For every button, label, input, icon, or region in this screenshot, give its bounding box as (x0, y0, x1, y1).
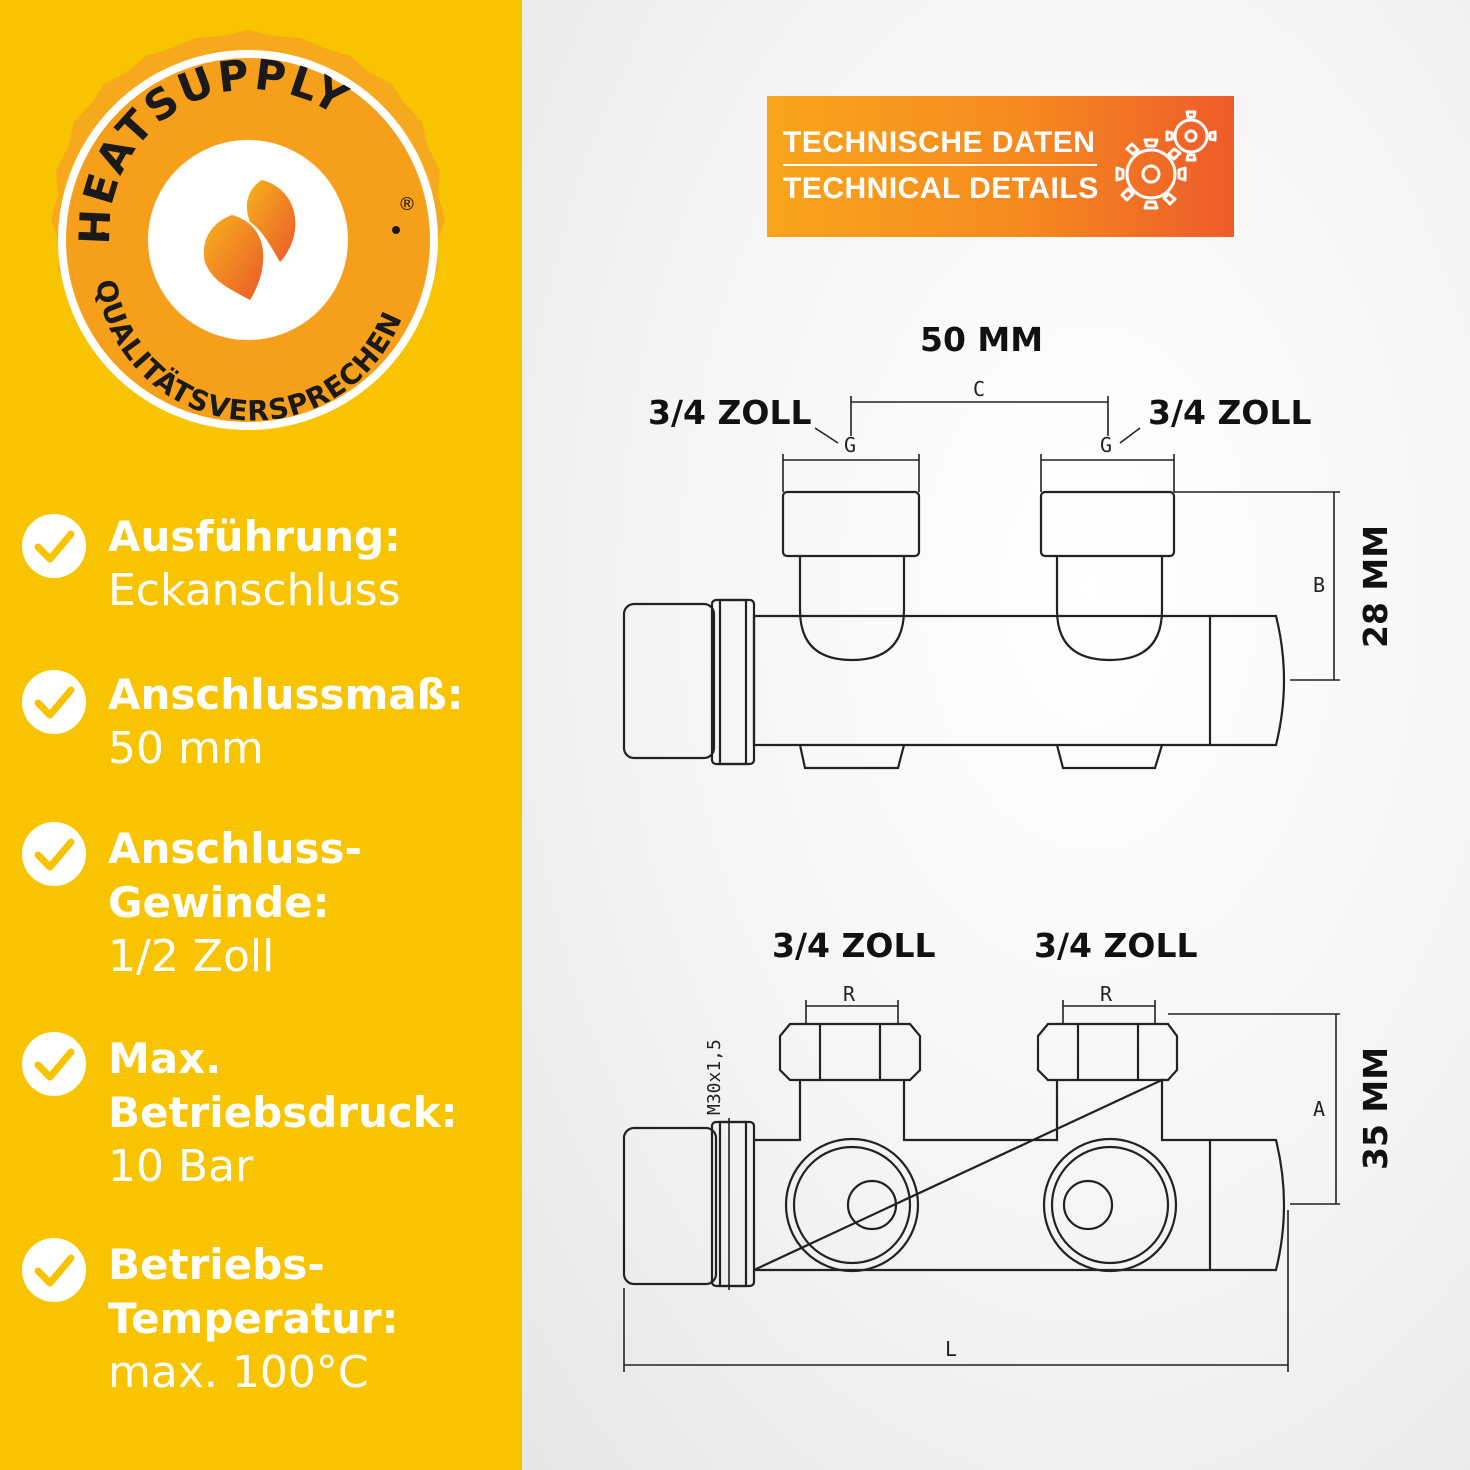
dim-b-letter: B (1313, 573, 1325, 597)
thread-label: M30x1,5 (704, 1039, 725, 1115)
dim-l-letter: L (945, 1337, 957, 1361)
feature-value: max. 100°C (108, 1347, 369, 1398)
feature-label: Betriebs- Temperatur: (108, 1240, 399, 1343)
check-icon (22, 670, 86, 734)
dim-c-letter: C (973, 377, 985, 401)
feature-value: 10 Bar (108, 1141, 254, 1192)
feature-value: 1/2 Zoll (108, 931, 275, 982)
feature-label: Anschluss- Gewinde: (108, 824, 362, 927)
front-view-valve (622, 1022, 1286, 1288)
front-left-port-label: 3/4 ZOLL (772, 926, 936, 965)
feature-value: 50 mm (108, 723, 264, 774)
check-icon (22, 1238, 86, 1302)
dim-a-letter: A (1313, 1097, 1325, 1121)
front-view-dimensions (623, 1000, 1340, 1372)
drawing-panel (522, 0, 1470, 1470)
banner-line-en: TECHNICAL DETAILS (783, 172, 1099, 205)
check-icon (22, 514, 86, 578)
dim-g-left-letter: G (844, 433, 856, 457)
top-view-valve (622, 490, 1286, 770)
banner-divider (783, 164, 1097, 166)
check-icon (22, 1032, 86, 1096)
technical-drawing: C G G B R R A L M30x1,5 (622, 377, 1340, 1372)
dim-r-left-letter: R (843, 982, 856, 1006)
feature-label: Anschlussmaß: (108, 670, 464, 719)
spacing-label: 50 MM (920, 320, 1044, 359)
top-view-dimensions (782, 396, 1340, 681)
feature-label: Max. Betriebsdruck: (108, 1034, 458, 1137)
check-icon (22, 822, 86, 886)
dim-r-right-letter: R (1100, 982, 1113, 1006)
front-right-port-label: 3/4 ZOLL (1034, 926, 1198, 965)
top-right-port-label: 3/4 ZOLL (1148, 393, 1312, 432)
top-left-port-label: 3/4 ZOLL (648, 393, 812, 432)
badge-dot-right (392, 226, 400, 234)
heatsupply-badge: HEATSUPPLY ® QUALITÄTSVERSPRECHEN (51, 30, 445, 430)
badge-dot-left (99, 232, 107, 240)
feature-label: Ausführung: (108, 512, 401, 561)
front-height-label: 35 MM (1356, 1046, 1395, 1170)
flame-icon (203, 180, 296, 300)
dim-g-right-letter: G (1100, 433, 1112, 457)
banner-line-de: TECHNISCHE DATEN (783, 126, 1096, 159)
gears-icon (1115, 110, 1217, 210)
top-height-label: 28 MM (1356, 524, 1395, 648)
feature-value: Eckanschluss (108, 565, 401, 616)
registered-mark: ® (398, 194, 416, 215)
technical-details-banner: TECHNISCHE DATEN TECHNICAL DETAILS (767, 96, 1234, 237)
